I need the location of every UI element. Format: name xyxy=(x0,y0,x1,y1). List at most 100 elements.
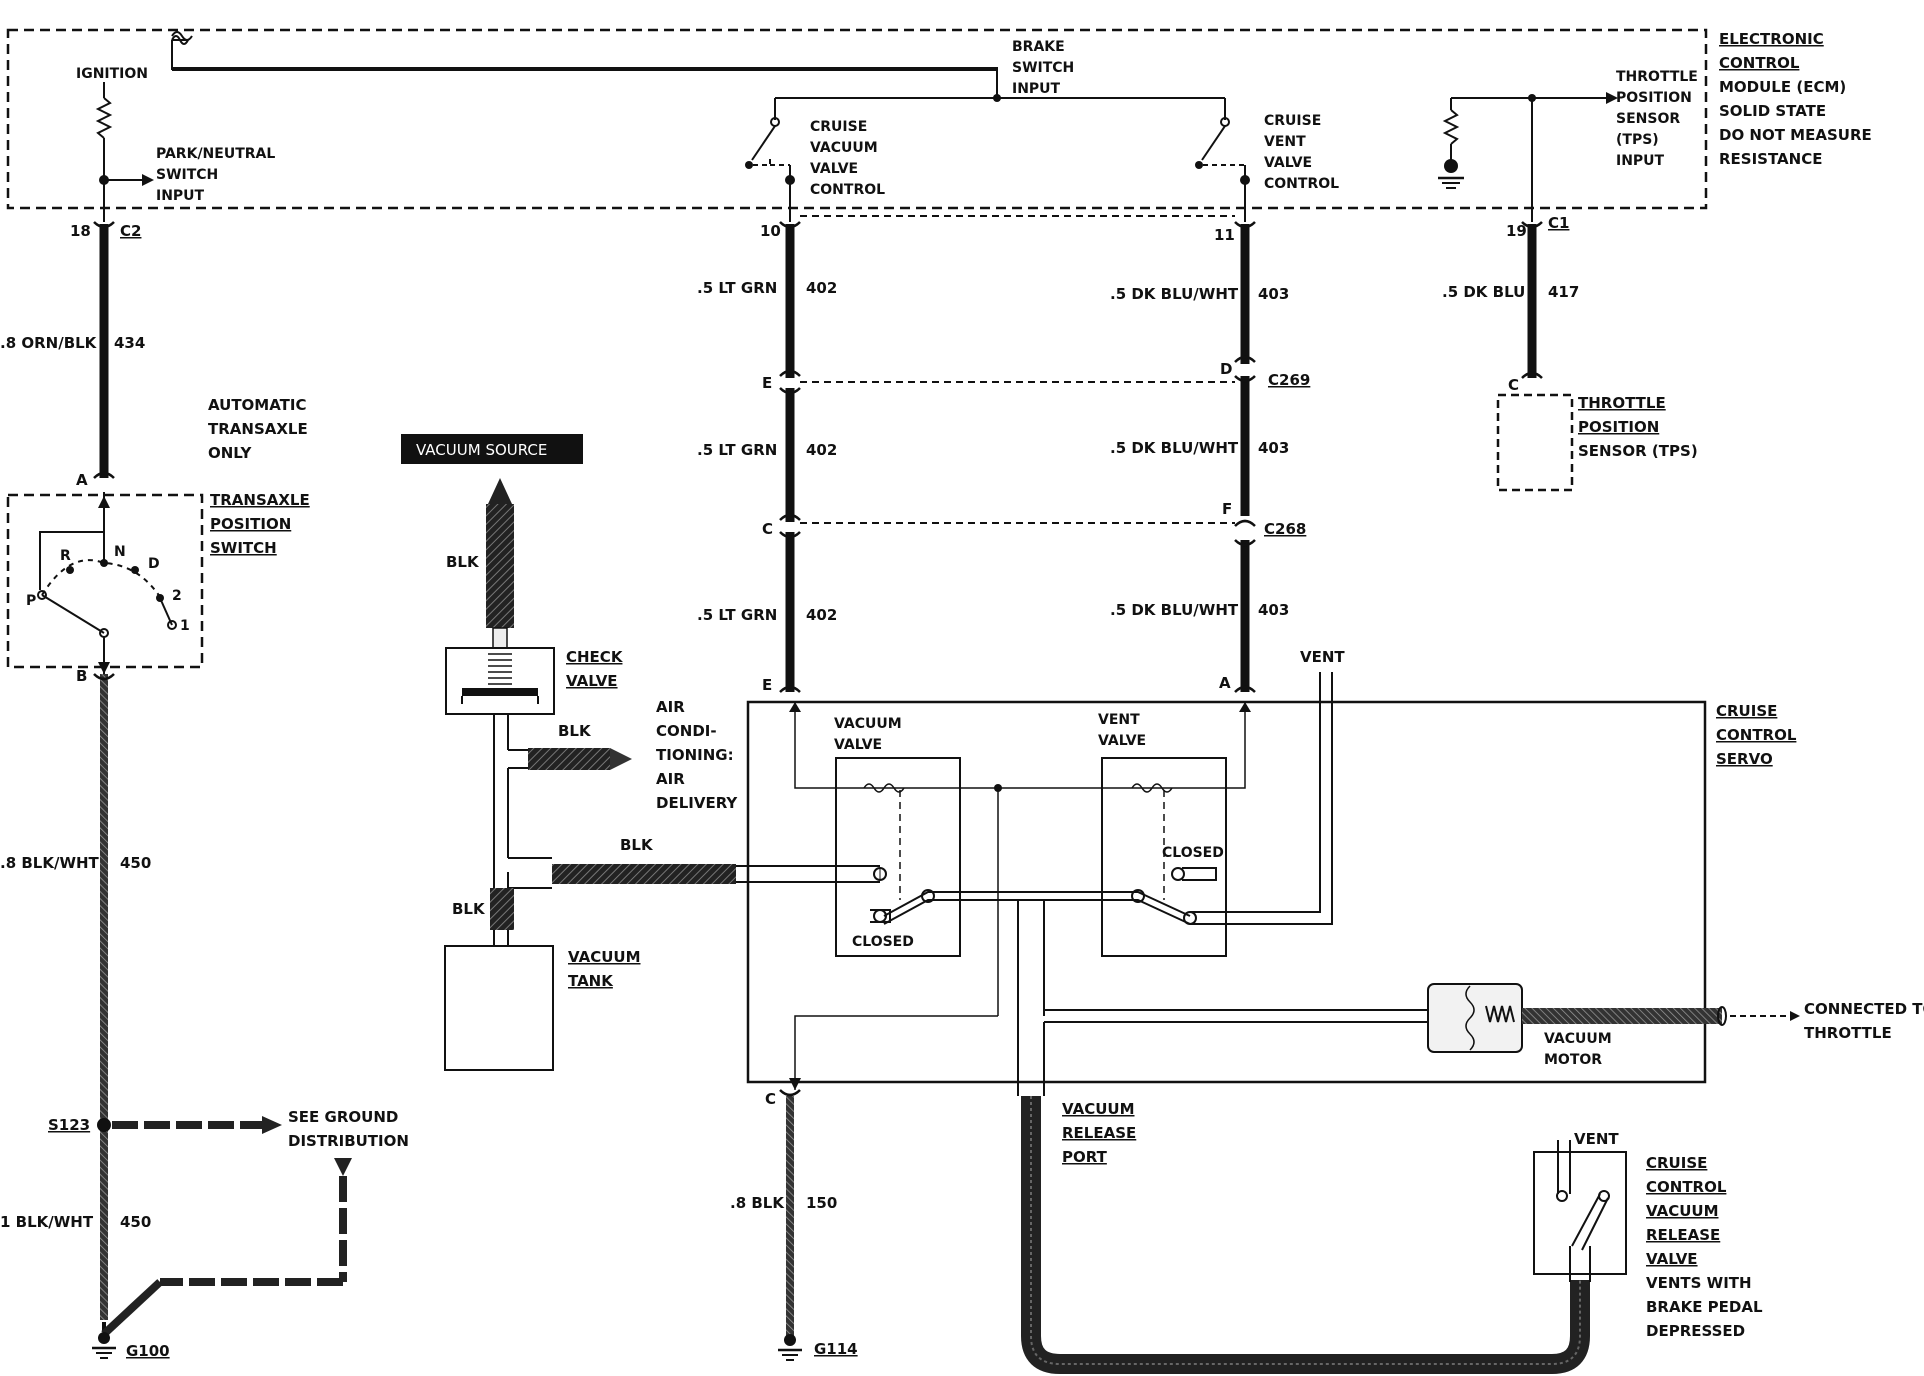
tps-title-2: POSITION xyxy=(1578,418,1659,436)
pos-n: N xyxy=(114,544,126,560)
cruise-vacuum-label-3: VALVE xyxy=(810,161,858,177)
wire-150-color: .8 BLK xyxy=(730,1194,785,1212)
conn-trans-a: A xyxy=(76,471,88,489)
tps-input-label-1: THROTTLE xyxy=(1616,69,1698,85)
wire-450-color-2: 1 BLK/WHT xyxy=(0,1213,94,1231)
tps-input-label-4: (TPS) xyxy=(1616,132,1659,148)
wire-402-num-2: 402 xyxy=(806,441,837,459)
release-title-4: RELEASE xyxy=(1646,1226,1720,1244)
ecm-title-5: DO NOT MEASURE xyxy=(1719,126,1872,144)
conn-e-top: E xyxy=(762,374,772,392)
vacuum-supply-labels: BLK CHECK VALVE BLK AIR CONDI- TIONING: … xyxy=(446,553,738,990)
conn-tps-c: C xyxy=(1508,376,1519,394)
ecm-title-4: SOLID STATE xyxy=(1719,102,1826,120)
wire-403-color-1: .5 DK BLU/WHT xyxy=(1110,285,1239,303)
release-port-3: PORT xyxy=(1062,1148,1108,1166)
wire-403-num-2: 403 xyxy=(1258,439,1289,457)
cruise-release-valve: VENT CRUISE CONTROL VACUUM RELEASE VALVE… xyxy=(1533,1130,1763,1340)
auto-note-3: ONLY xyxy=(208,444,253,462)
wire-434-num: 434 xyxy=(114,334,145,352)
c1-label: C1 xyxy=(1548,214,1569,232)
pos-p: P xyxy=(26,593,36,609)
vent-valve-1: VENT xyxy=(1098,712,1140,728)
wire-150-num: 150 xyxy=(806,1194,837,1212)
tps-input-label-2: POSITION xyxy=(1616,90,1692,106)
cruise-vent-label-3: VALVE xyxy=(1264,155,1312,171)
ecm-title-3: MODULE (ECM) xyxy=(1719,78,1846,96)
cruise-vent-label-1: CRUISE xyxy=(1264,113,1321,129)
connected-to-2: THROTTLE xyxy=(1804,1024,1892,1042)
c2-pin-label: 18 xyxy=(70,222,91,240)
cruise-vent-label-2: VENT xyxy=(1264,134,1306,150)
inline-connectors xyxy=(93,355,1543,1097)
park-neutral-label-1: PARK/NEUTRAL xyxy=(156,146,275,162)
release-title-5: VALVE xyxy=(1646,1250,1698,1268)
vent-valve-2: VALVE xyxy=(1098,733,1146,749)
connector-letters: E D C269 C F C268 E A C C A B xyxy=(76,360,1519,1108)
pos-2: 2 xyxy=(172,588,182,604)
g114-label: G114 xyxy=(814,1340,858,1358)
servo-title-2: CONTROL xyxy=(1716,726,1797,744)
conn-c268: C268 xyxy=(1264,520,1306,538)
conn-f-mid: F xyxy=(1222,500,1232,518)
wire-403-num-1: 403 xyxy=(1258,285,1289,303)
wire-417-num: 417 xyxy=(1548,283,1579,301)
vacuum-valve-2: VALVE xyxy=(834,737,882,753)
wire-450-num-1: 450 xyxy=(120,854,151,872)
wire-402-color-3: .5 LT GRN xyxy=(697,606,777,624)
wire-402-num-3: 402 xyxy=(806,606,837,624)
blk-label-1: BLK xyxy=(446,553,480,571)
trans-title-2: POSITION xyxy=(210,515,291,533)
brake-switch-label-2: SWITCH xyxy=(1012,60,1074,76)
ecm-title-2: CONTROL xyxy=(1719,54,1800,72)
servo-title-3: SERVO xyxy=(1716,750,1773,768)
vacuum-motor-2: MOTOR xyxy=(1544,1052,1602,1068)
release-title-1: CRUISE xyxy=(1646,1154,1707,1172)
blk-label-2: BLK xyxy=(558,722,592,740)
wire-402-color-1: .5 LT GRN xyxy=(697,279,777,297)
cruise-vacuum-label-4: CONTROL xyxy=(810,182,885,198)
ecm-connectors xyxy=(93,221,1543,229)
conn-d-top: D xyxy=(1220,360,1232,378)
g100-label: G100 xyxy=(126,1342,170,1360)
trans-title-3: SWITCH xyxy=(210,539,277,557)
wire-450-color-1: .8 BLK/WHT xyxy=(0,854,100,872)
release-vent-label: VENT xyxy=(1574,1130,1619,1148)
ignition-label: IGNITION xyxy=(76,66,148,82)
pin-10-label: 10 xyxy=(760,222,781,240)
pos-d: D xyxy=(148,556,160,572)
see-ground-1: SEE GROUND xyxy=(288,1108,398,1126)
wire-403-color-2: .5 DK BLU/WHT xyxy=(1110,439,1239,457)
tps-title-1: THROTTLE xyxy=(1578,394,1666,412)
release-title-6: VENTS WITH xyxy=(1646,1274,1752,1292)
ground-network xyxy=(92,1116,802,1361)
vacuum-source-badge xyxy=(401,434,583,464)
ecm-title-1: ELECTRONIC xyxy=(1719,30,1824,48)
conn-a-servo: A xyxy=(1219,674,1231,692)
pin-11-label: 11 xyxy=(1214,226,1235,244)
blk-label-4: BLK xyxy=(452,900,486,918)
s123-label: S123 xyxy=(48,1116,90,1134)
ecm-labels: IGNITION PARK/NEUTRAL SWITCH INPUT BRAKE… xyxy=(76,30,1872,204)
ecm-title-6: RESISTANCE xyxy=(1719,150,1822,168)
release-title-7: BRAKE PEDAL xyxy=(1646,1298,1763,1316)
wire-450-num-2: 450 xyxy=(120,1213,151,1231)
wires xyxy=(99,224,1537,1336)
wire-402-num-1: 402 xyxy=(806,279,837,297)
pos-r: R xyxy=(60,548,71,564)
park-neutral-label-2: SWITCH xyxy=(156,167,218,183)
blk-label-3: BLK xyxy=(620,836,654,854)
wire-403-color-3: .5 DK BLU/WHT xyxy=(1110,601,1239,619)
release-title-3: VACUUM xyxy=(1646,1202,1719,1220)
wire-417-color: .5 DK BLU xyxy=(1442,283,1525,301)
release-port-1: VACUUM xyxy=(1062,1100,1135,1118)
wire-403-num-3: 403 xyxy=(1258,601,1289,619)
tps-input-label-5: INPUT xyxy=(1616,153,1665,169)
connected-to-1: CONNECTED TO xyxy=(1804,1000,1924,1018)
c1-pin-label: 19 xyxy=(1506,222,1527,240)
vent-top-label: VENT xyxy=(1300,648,1345,666)
wire-labels: .8 ORN/BLK 434 .5 LT GRN 402 .5 LT GRN 4… xyxy=(0,279,1579,1231)
transaxle-position-switch xyxy=(6,492,204,674)
ac-label-2: CONDI- xyxy=(656,722,717,740)
vacuum-valve-1: VACUUM xyxy=(834,716,902,732)
